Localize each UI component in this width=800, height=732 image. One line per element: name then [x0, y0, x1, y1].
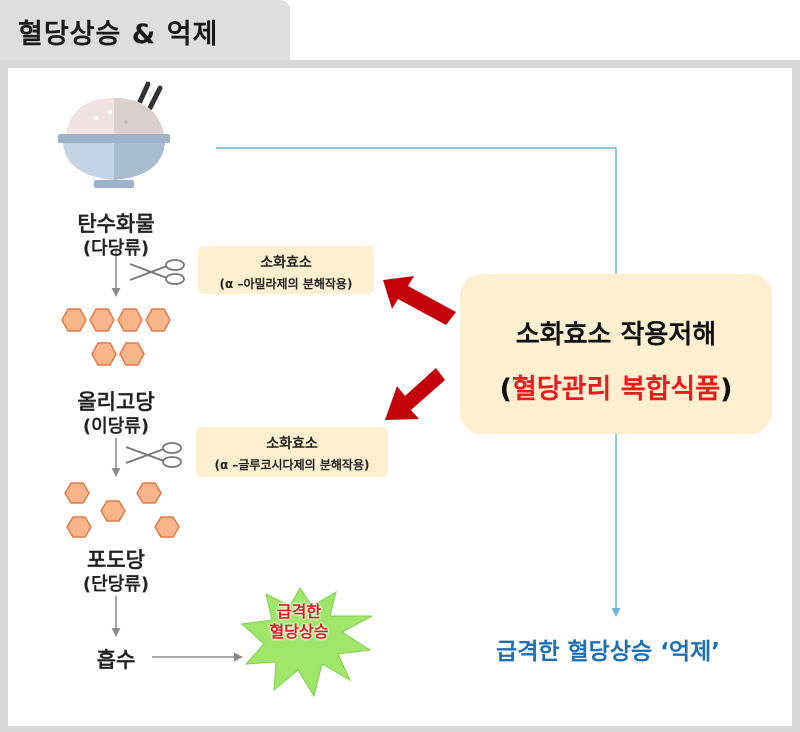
starburst-icon — [240, 587, 373, 698]
hexagon-icon — [117, 308, 143, 332]
result-text: 급격한 혈당상승 ‘억제’ — [496, 639, 720, 665]
enzyme-desc: (α –아밀라제의 분해작용) — [219, 277, 353, 291]
inhibitor-box: 소화효소 작용저해 (혈당관리 복합식품) — [460, 274, 772, 434]
rice-bowl-icon — [58, 81, 170, 188]
hexagon-icon — [145, 308, 171, 332]
red-arrow-icon — [385, 368, 445, 420]
hexagon-icon — [154, 516, 180, 538]
product-name: 혈당관리 복합식품 — [511, 374, 721, 405]
hexagon-icon — [119, 342, 145, 366]
spike-label: 급격한 혈당상승 — [244, 602, 354, 642]
enzyme-box-amylase: 소화효소 (α –아밀라제의 분해작용) — [198, 246, 374, 294]
enzyme-title: 소화효소 — [260, 255, 312, 271]
scissors-icon — [129, 259, 185, 285]
enzyme-title: 소화효소 — [266, 436, 318, 452]
spike-line1: 급격한 — [276, 602, 322, 621]
hexagon-icon — [91, 342, 117, 366]
red-arrow-icon — [383, 276, 456, 325]
glucose-hexagons — [64, 482, 180, 538]
hexagon-icon — [66, 516, 92, 538]
enzyme-desc: (α –글루코시다제의 분해작용) — [214, 458, 370, 472]
stage-glucose-name: 포도당 — [87, 548, 145, 572]
scissors-icon — [125, 442, 182, 468]
inhibitor-product: (혈당관리 복합식품) — [460, 367, 772, 406]
hexagon-icon — [89, 308, 115, 332]
spike-line2: 혈당상승 — [269, 622, 329, 641]
hexagon-icon — [64, 482, 90, 504]
stage-carb-sub: (다당류) — [82, 238, 150, 259]
header-title: 혈당상승 & 억제 — [18, 19, 219, 50]
hexagon-icon — [100, 500, 126, 522]
connector-line — [216, 147, 621, 617]
hexagon-icon — [61, 308, 87, 332]
hexagon-icon — [136, 482, 162, 504]
enzyme-box-glucosidase: 소화효소 (α –글루코시다제의 분해작용) — [196, 427, 388, 477]
header-tab: 혈당상승 & 억제 — [0, 0, 290, 60]
stage-carb-name: 탄수화물 — [77, 212, 155, 236]
stage-oligo-sub: (이당류) — [82, 416, 150, 437]
stage-oligo-name: 올리고당 — [77, 390, 155, 414]
inhibitor-title: 소화효소 작용저해 — [515, 320, 717, 350]
stage-glucose-sub: (단당류) — [82, 574, 150, 595]
paren-open: ( — [499, 374, 512, 405]
stage-absorb-name: 흡수 — [96, 648, 136, 672]
oligo-hexagons — [61, 308, 171, 366]
paren-close: ) — [720, 374, 733, 405]
